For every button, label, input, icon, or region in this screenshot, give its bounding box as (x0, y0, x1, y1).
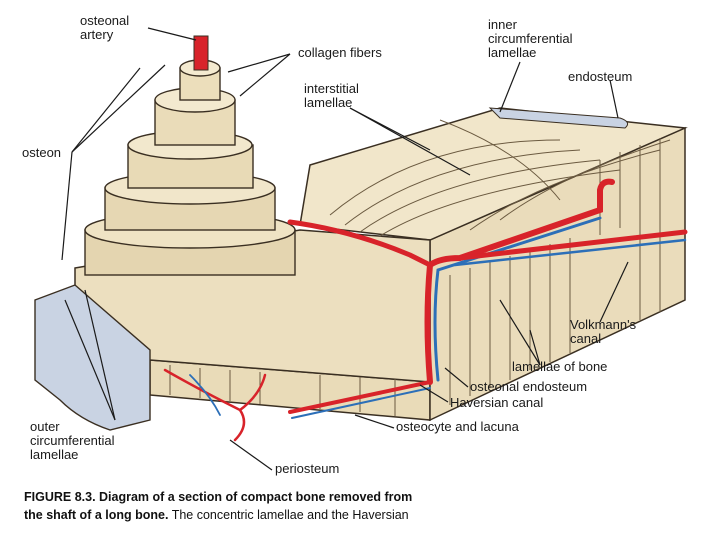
label-lamellae-of-bone: lamellae of bone (512, 359, 608, 374)
endosteum-strip (488, 107, 629, 129)
figure-caption-line2: the shaft of a long bone. The concentric… (24, 508, 409, 522)
label-periosteum: periosteum (275, 461, 340, 476)
periosteum-roll (34, 284, 151, 431)
label-outer-circumferential-lamellae: outer circumferential lamellae (30, 419, 115, 462)
label-haversian-canal: Haversian canal (450, 395, 544, 410)
leader-lines (61, 27, 629, 471)
label-collagen-fibers: collagen fibers (298, 45, 382, 60)
bone-top-face (299, 107, 688, 241)
label-osteocyte-and-lacuna: osteocyte and lacuna (396, 419, 519, 434)
label-osteonal-endosteum: osteonal endosteum (470, 379, 588, 394)
label-osteon: osteon (22, 145, 62, 160)
label-volkmanns-canal: Volkmann's canal (570, 317, 637, 346)
osteonal-artery (193, 35, 209, 71)
osteon-stack (84, 59, 296, 276)
label-endosteum: endosteum (568, 69, 633, 84)
caption-rest: The concentric lamellae and the Haversia… (168, 508, 409, 522)
label-inner-circumferential-lamellae: inner circumferential lamellae (488, 17, 573, 60)
caption-bold: the shaft of a long bone. (24, 508, 169, 522)
label-interstitial-lamellae: interstitial lamellae (304, 81, 359, 110)
figure-caption: FIGURE 8.3. Diagram of a section of comp… (24, 490, 413, 504)
vessels (163, 178, 688, 442)
interstitial-lamellae-lines (329, 119, 671, 237)
label-osteonal-artery: osteonal artery (80, 13, 130, 42)
lamellae-of-bone-lines (449, 138, 661, 405)
